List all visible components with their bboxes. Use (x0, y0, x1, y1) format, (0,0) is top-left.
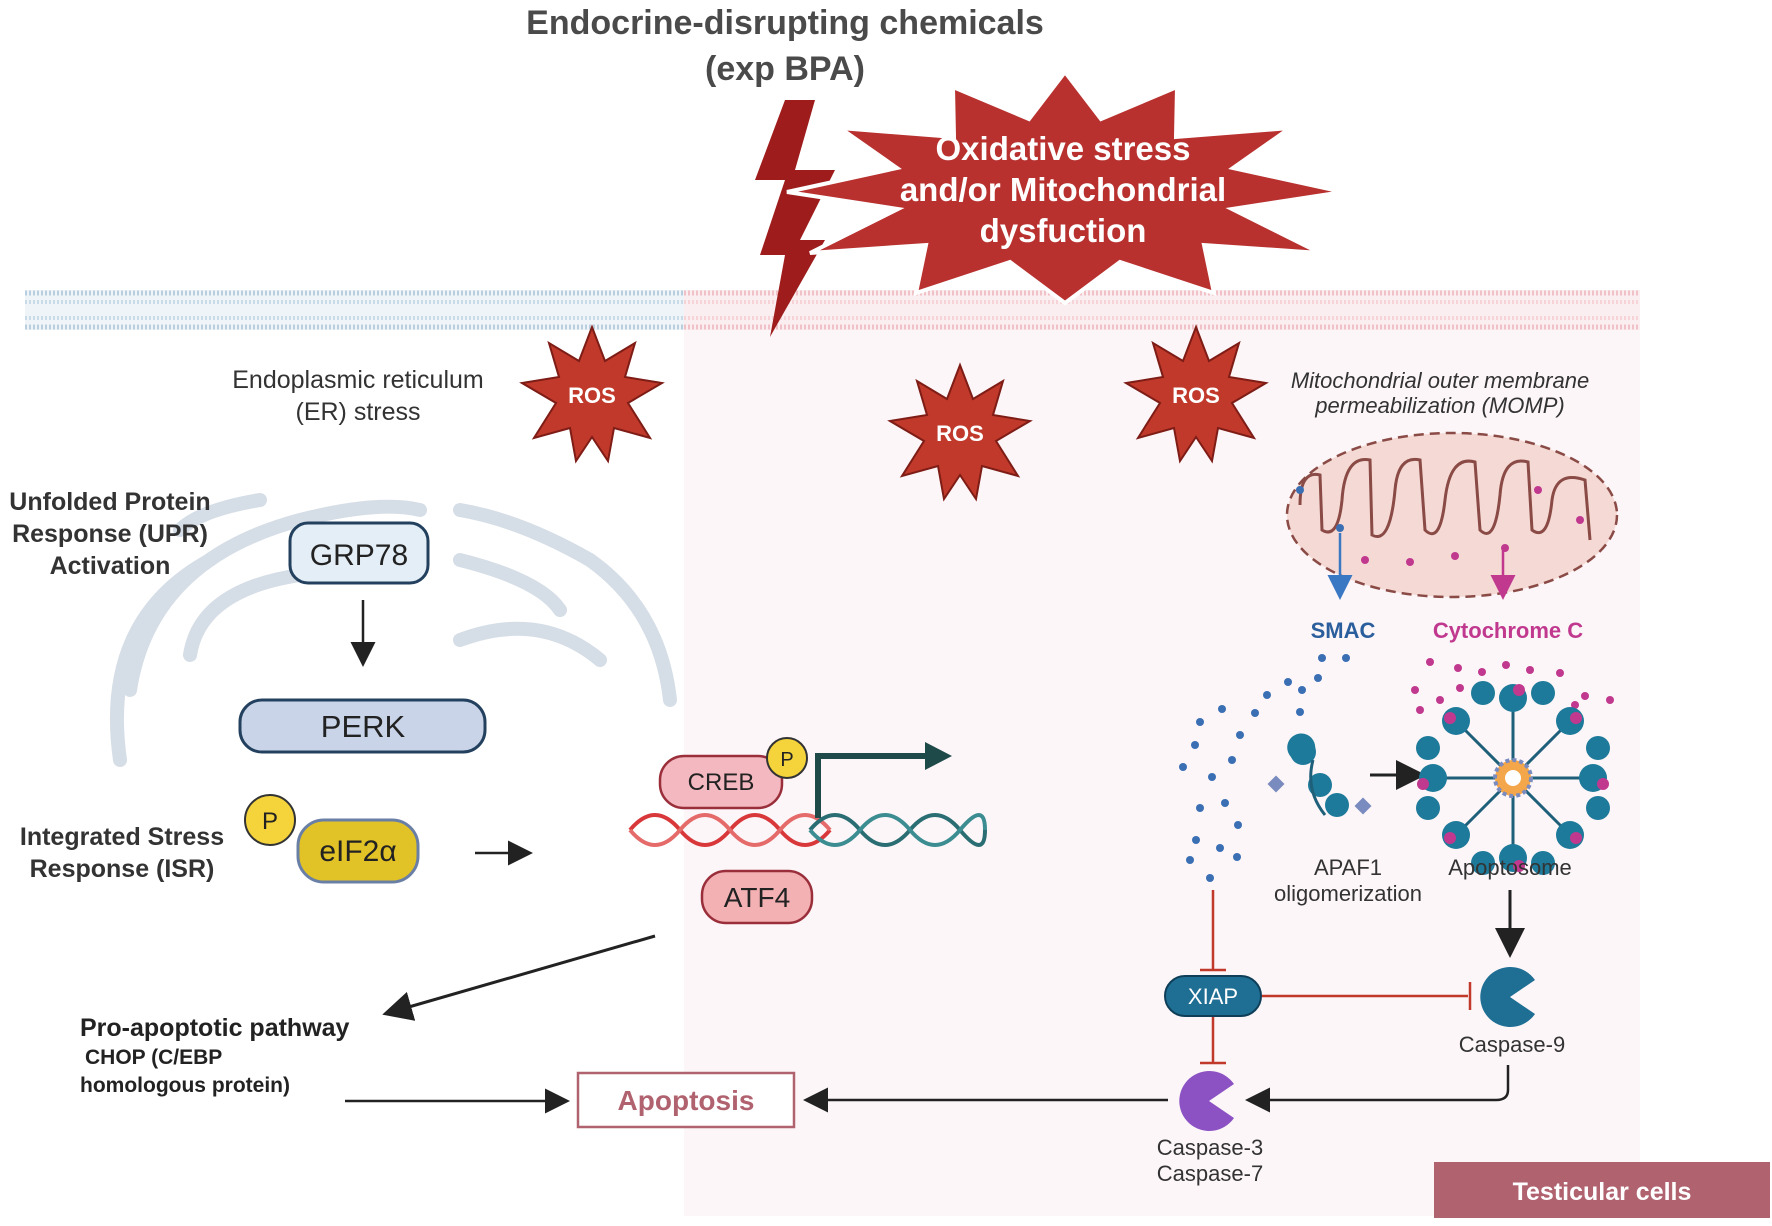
upr-line-2: Response (UPR) (12, 520, 208, 548)
momp-line-2: permeabilization (MOMP) (1314, 393, 1564, 418)
transcription-arrow-head (925, 742, 952, 770)
lightning-icon (755, 100, 835, 337)
dna-helix (628, 813, 987, 847)
apoptosome-icon (1416, 681, 1610, 875)
ros-star-1: ROS (519, 324, 665, 464)
caspase37-line-2: Caspase-7 (1157, 1161, 1263, 1186)
ros-star-2: ROS (887, 362, 1033, 502)
perk-box (238, 698, 487, 754)
atf4-to-pathway-arrow (382, 934, 656, 1021)
er-stress-line-1: Endoplasmic reticulum (232, 366, 484, 394)
perk-label: PERK (321, 709, 406, 744)
er-organelle (110, 493, 677, 767)
upr-line-3: Activation (50, 552, 171, 580)
caspase9-to-caspase37-arrow (1245, 1065, 1510, 1113)
burst-line-1: Oxidative stress (936, 130, 1191, 167)
cell-membrane (25, 290, 1640, 330)
title-line-2: (exp BPA) (705, 50, 865, 88)
atf4-label: ATF4 (724, 882, 790, 913)
phospho-badge-creb (766, 737, 808, 779)
eif2a-label: eIF2α (319, 835, 396, 868)
smac-label: SMAC (1311, 618, 1376, 643)
caspase9-icon (1480, 967, 1535, 1028)
testicular-cells-badge (1434, 1162, 1770, 1218)
creb-label: CREB (688, 769, 755, 796)
apaf1-line-1: APAF1 (1314, 855, 1382, 880)
isr-line-1: Integrated Stress (20, 823, 224, 851)
oxidative-stress-burst (786, 68, 1344, 306)
phospho-label: P (780, 749, 793, 771)
ros-star-3: ROS (1123, 324, 1269, 464)
apoptosome-label: Apoptosome (1448, 855, 1572, 880)
upr-line-1: Unfolded Protein (9, 488, 210, 516)
xiap-box (1164, 975, 1262, 1017)
creb-box (658, 754, 784, 810)
cytochrome-particles (1411, 658, 1614, 714)
grp78-box (288, 521, 430, 585)
er-stress-line-2: (ER) stress (296, 398, 421, 426)
ros-label: ROS (1172, 383, 1220, 408)
ros-label: ROS (568, 383, 616, 408)
caspase37-line-1: Caspase-3 (1157, 1135, 1263, 1160)
title-line-1: Endocrine-disrupting chemicals (526, 4, 1044, 42)
testicular-cells-label: Testicular cells (1513, 1178, 1692, 1206)
transcription-arrow (815, 753, 925, 818)
chop-line-2: homologous protein) (80, 1074, 290, 1097)
isr-line-2: Response (ISR) (30, 855, 215, 883)
ros-label: ROS (936, 421, 984, 446)
smac-particles (1179, 654, 1350, 882)
apoptosis-box (576, 1071, 796, 1129)
atf4-box (700, 869, 814, 925)
momp-line-1: Mitochondrial outer membrane (1291, 368, 1589, 393)
phospho-badge-eif2a (244, 794, 296, 846)
burst-line-2: and/or Mitochondrial (900, 171, 1226, 208)
mitochondrion (1285, 431, 1619, 599)
eif2a-box (296, 818, 420, 884)
pathway-title: Pro-apoptotic pathway (80, 1014, 350, 1042)
caspase37-icon (1179, 1071, 1234, 1132)
chop-line-1: CHOP (C/EBP (85, 1046, 222, 1069)
phospho-label: P (262, 808, 278, 835)
grp78-label: GRP78 (310, 539, 408, 572)
cytochrome-label: Cytochrome C (1433, 618, 1583, 643)
burst-line-3: dysfuction (980, 212, 1147, 249)
caspase9-label: Caspase-9 (1459, 1032, 1565, 1057)
apaf1-line-2: oligomerization (1274, 881, 1422, 906)
apoptosis-label: Apoptosis (618, 1085, 755, 1116)
xiap-label: XIAP (1188, 984, 1238, 1009)
